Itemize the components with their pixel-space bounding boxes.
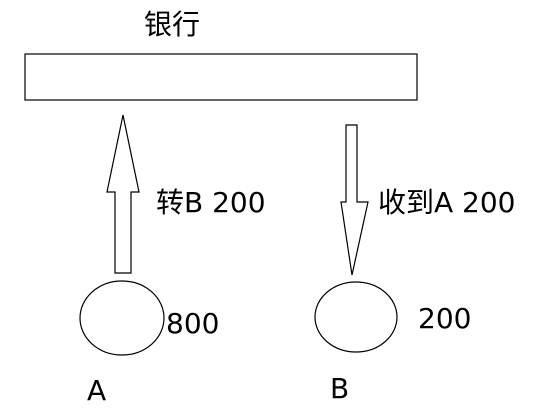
arrow-up-transfer bbox=[106, 114, 140, 274]
account-a-label: A bbox=[87, 374, 107, 407]
received-label: 收到A 200 bbox=[378, 186, 516, 219]
arrow-down-receive bbox=[340, 124, 369, 276]
account-b-circle bbox=[314, 281, 398, 353]
bank-title: 银行 bbox=[144, 8, 201, 41]
account-b-balance: 200 bbox=[418, 302, 472, 335]
account-a-balance: 800 bbox=[166, 307, 220, 340]
bank-box bbox=[24, 53, 418, 101]
account-b-label: B bbox=[330, 372, 350, 405]
transfer-label: 转B 200 bbox=[156, 186, 266, 219]
account-a-circle bbox=[79, 280, 165, 356]
